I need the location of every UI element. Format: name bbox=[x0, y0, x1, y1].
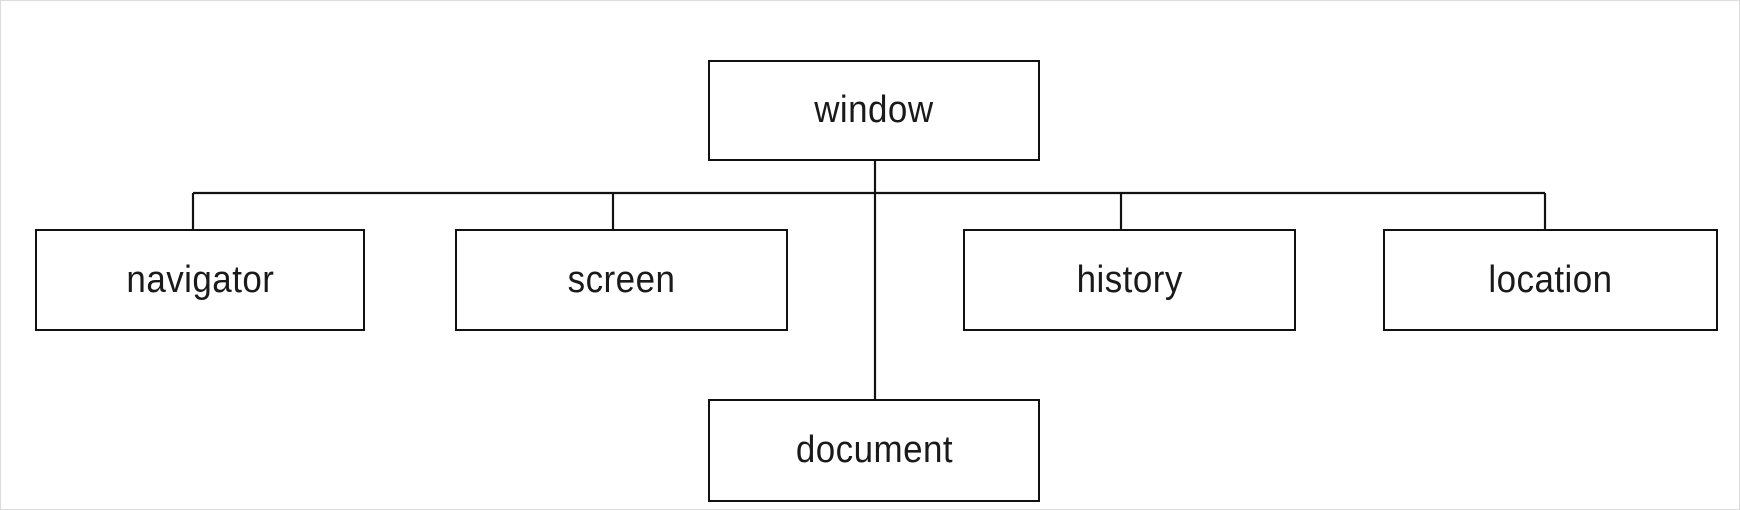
node-navigator: navigator bbox=[35, 229, 365, 331]
node-label: screen bbox=[567, 258, 676, 301]
node-label: history bbox=[1076, 258, 1183, 301]
node-label: location bbox=[1488, 258, 1613, 301]
node-history: history bbox=[963, 229, 1296, 331]
node-label: navigator bbox=[126, 258, 274, 301]
node-label: document bbox=[795, 429, 953, 471]
node-location: location bbox=[1383, 229, 1718, 331]
node-document: document bbox=[708, 399, 1040, 502]
node-screen: screen bbox=[455, 229, 788, 331]
node-window: window bbox=[708, 60, 1040, 161]
node-label: window bbox=[814, 89, 934, 131]
